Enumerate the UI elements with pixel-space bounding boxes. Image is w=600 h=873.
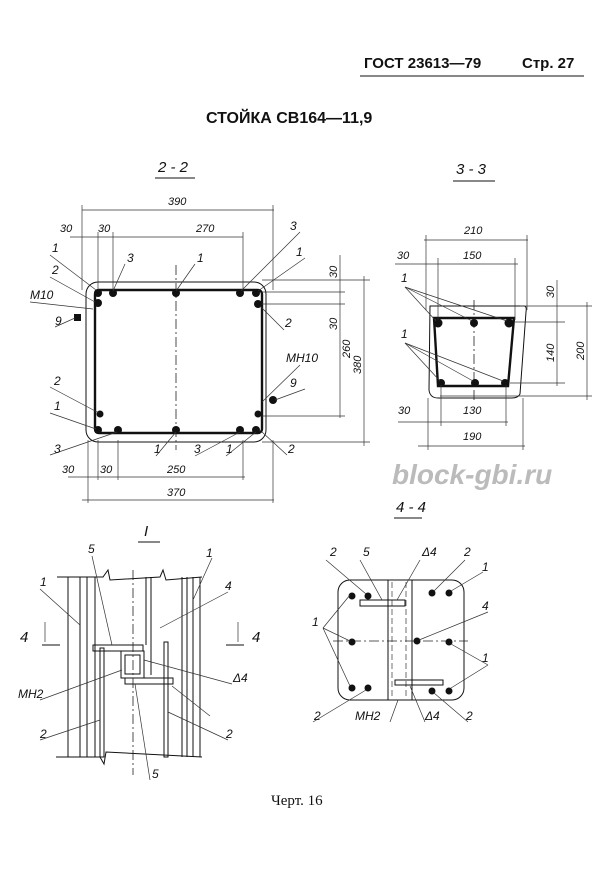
section-3-3: 3 - 3 210 30 150 30 140 200 30 130 190 1… [395, 161, 592, 450]
plate-5-top [359, 599, 406, 607]
section-mark-4-left: 4 [20, 629, 28, 646]
section-4-4: 4 - 4 2 5 Δ4 2 1 1 4 1 2 MH2 Δ4 2 [312, 499, 489, 723]
dim-260: 260 [341, 339, 353, 359]
label-1: 1 [312, 615, 319, 629]
dim-30: 30 [545, 285, 557, 298]
label-mh2: MH2 [355, 709, 381, 723]
dim-390: 390 [168, 196, 187, 208]
label-mh10: MH10 [286, 351, 318, 365]
label-4: 4 [482, 599, 489, 613]
dim-210: 210 [463, 225, 483, 237]
label-m10: M10 [30, 288, 54, 302]
dim-270: 270 [195, 223, 215, 235]
dim-150: 150 [463, 250, 482, 262]
column-outline [428, 305, 527, 399]
detail-I: I 5 1 1 4 4 4 [18, 523, 260, 781]
dim-30: 30 [100, 464, 113, 476]
label-2: 2 [287, 442, 295, 456]
column-outline [337, 579, 465, 701]
label-9: 9 [290, 376, 297, 390]
label-1: 1 [482, 560, 489, 574]
label-5: 5 [152, 767, 159, 781]
plate-5-top [92, 644, 144, 652]
dim-380: 380 [352, 355, 364, 374]
dim-30: 30 [60, 223, 73, 235]
label-5: 5 [88, 542, 95, 556]
dim-30: 30 [398, 405, 411, 417]
detail-I-title: I [144, 523, 148, 540]
dim-190: 190 [463, 431, 482, 443]
page-number: Стр. 27 [522, 55, 574, 72]
dim-30: 30 [328, 317, 340, 330]
dim-140: 140 [545, 343, 557, 362]
label-4: 4 [225, 579, 232, 593]
rebar-bars [348, 589, 453, 695]
label-2: 2 [39, 727, 47, 741]
label-1: 1 [401, 327, 408, 341]
label-1: 1 [401, 271, 408, 285]
label-2: 2 [53, 374, 61, 388]
label-5: 5 [363, 545, 370, 559]
stirrup [432, 316, 516, 388]
label-2: 2 [225, 727, 233, 741]
rebar-bars [74, 289, 277, 434]
drawing-title: СТОЙКА СВ164—11,9 [206, 108, 372, 127]
gost-number: ГОСТ 23613—79 [364, 55, 481, 72]
label-9: 9 [55, 314, 62, 328]
label-1: 1 [206, 546, 213, 560]
label-mh2: MH2 [18, 687, 44, 701]
dim-30: 30 [62, 464, 75, 476]
label-1: 1 [226, 442, 233, 456]
plate-5-bottom [394, 679, 444, 686]
label-1: 1 [54, 399, 61, 413]
embedded-part-9-left [74, 314, 81, 321]
dim-130: 130 [463, 405, 482, 417]
label-1: 1 [197, 251, 204, 265]
label-2: 2 [465, 709, 473, 723]
label-2: 2 [463, 545, 471, 559]
dim-200: 200 [575, 341, 587, 361]
dim-370: 370 [167, 487, 186, 499]
label-weld-4: Δ4 [424, 709, 440, 723]
figure-caption: Черт. 16 [271, 793, 323, 809]
label-2: 2 [313, 709, 321, 723]
section-3-3-title: 3 - 3 [456, 161, 487, 178]
label-1: 1 [52, 241, 59, 255]
section-mark-4-right: 4 [252, 629, 260, 646]
plate-5-bottom [124, 677, 174, 685]
dim-250: 250 [166, 464, 186, 476]
label-2: 2 [329, 545, 337, 559]
label-2: 2 [51, 263, 59, 277]
label-weld-4: Δ4 [421, 545, 437, 559]
label-3: 3 [290, 219, 297, 233]
label-3: 3 [54, 442, 61, 456]
dim-30: 30 [397, 250, 410, 262]
label-2: 2 [284, 316, 292, 330]
stirrup [93, 288, 264, 435]
dim-30: 30 [328, 265, 340, 278]
label-3: 3 [127, 251, 134, 265]
watermark: block-gbi.ru [392, 459, 552, 490]
label-1: 1 [40, 575, 47, 589]
dim-30: 30 [98, 223, 111, 235]
label-3: 3 [194, 442, 201, 456]
rebar-bars [433, 318, 514, 387]
section-4-4-title: 4 - 4 [396, 499, 426, 516]
label-1: 1 [296, 245, 303, 259]
section-2-2-title: 2 - 2 [157, 159, 189, 176]
label-1: 1 [154, 442, 161, 456]
label-weld-4: Δ4 [232, 671, 248, 685]
section-2-2: 2 - 2 390 30 30 270 30 3 [29, 159, 370, 503]
embedded-part-9-right [269, 396, 277, 404]
label-1: 1 [482, 651, 489, 665]
